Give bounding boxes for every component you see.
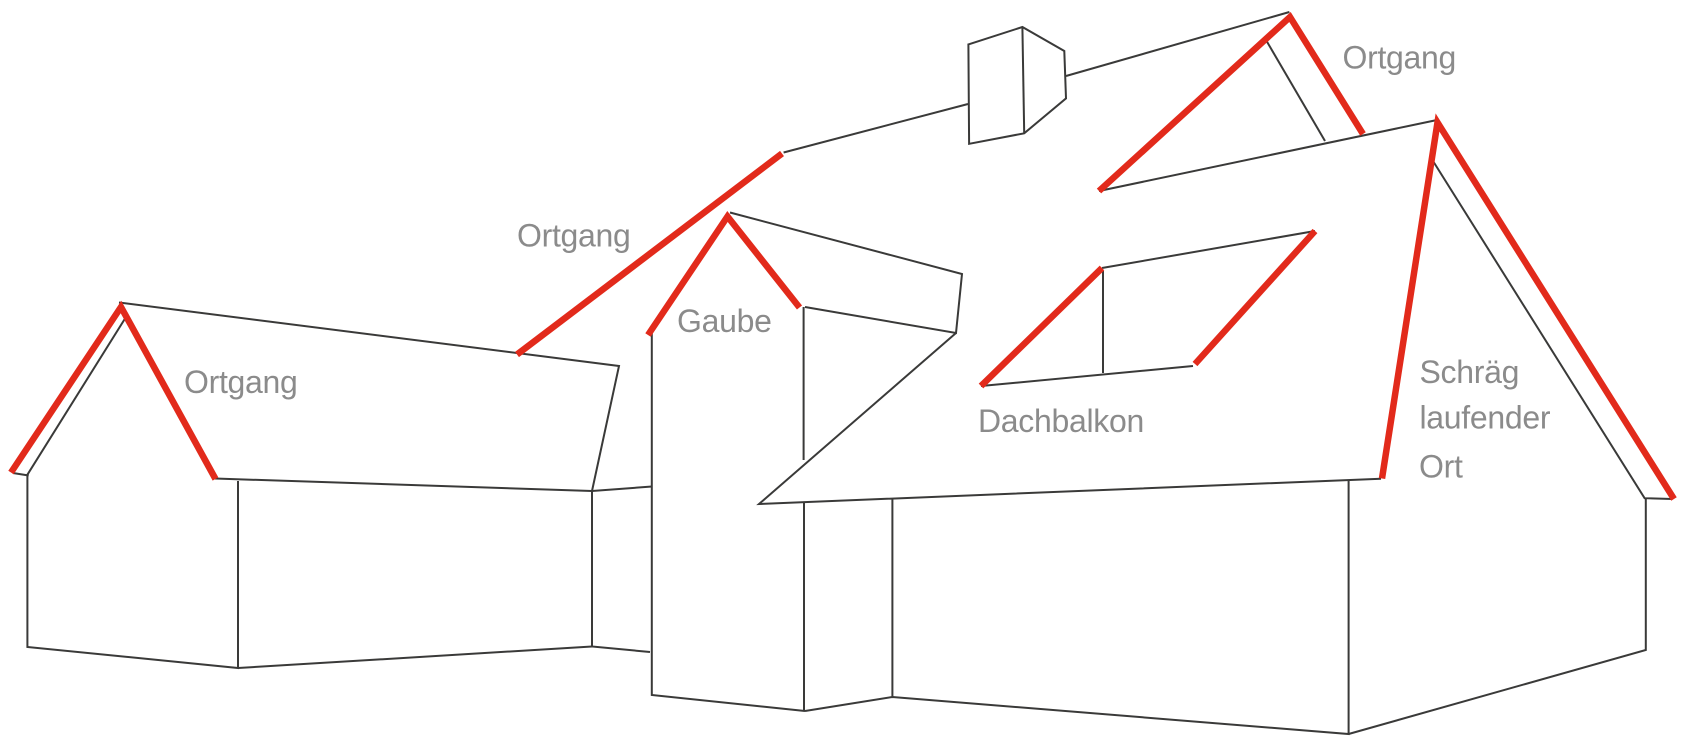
svg-text:Ortgang: Ortgang xyxy=(1343,40,1457,76)
svg-text:laufender: laufender xyxy=(1420,400,1551,436)
svg-text:Ortgang: Ortgang xyxy=(517,218,631,254)
svg-text:Ortgang: Ortgang xyxy=(184,364,298,400)
svg-text:Gaube: Gaube xyxy=(677,303,772,339)
svg-text:Ort: Ort xyxy=(1419,449,1463,485)
svg-text:Dachbalkon: Dachbalkon xyxy=(978,403,1144,439)
svg-text:Schräg: Schräg xyxy=(1420,354,1520,390)
